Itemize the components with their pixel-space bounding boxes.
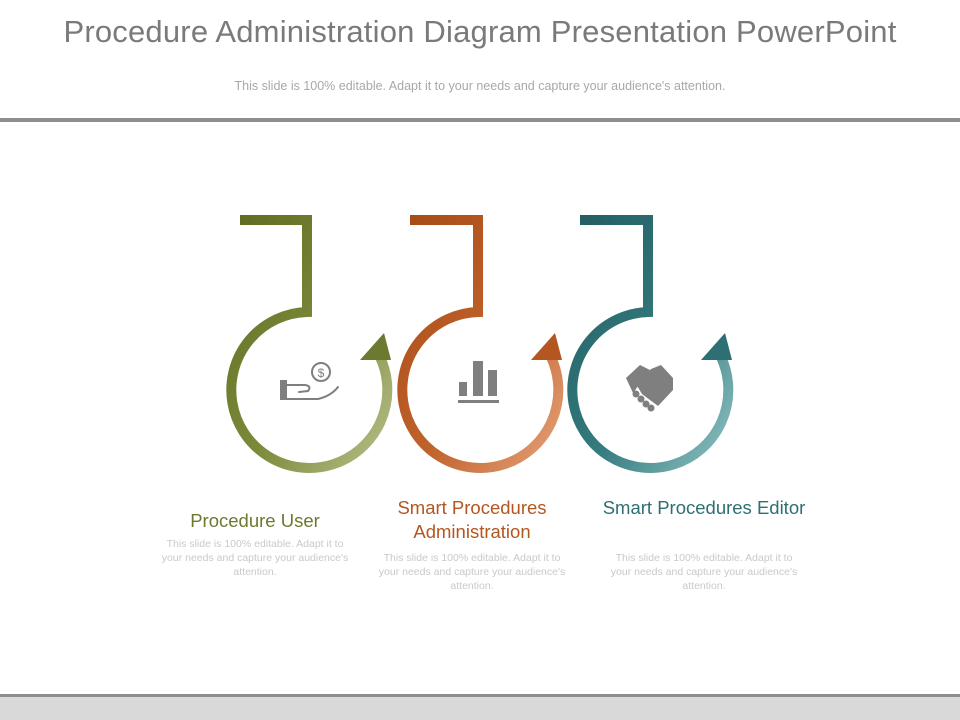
step-3-description: This slide is 100% editable. Adapt it to… — [610, 552, 798, 592]
step-1-title: Procedure User — [190, 510, 320, 531]
slide-subtitle: This slide is 100% editable. Adapt it to… — [234, 79, 726, 93]
bottom-divider — [0, 694, 960, 697]
top-divider — [0, 118, 960, 122]
step-1-description: This slide is 100% editable. Adapt it to… — [161, 538, 349, 578]
step-2-description: This slide is 100% editable. Adapt it to… — [378, 552, 566, 592]
step-3-arrowhead — [701, 333, 732, 360]
footer-band — [0, 697, 960, 720]
slide-title: Procedure Administration Diagram Present… — [63, 14, 897, 49]
handshake-icon — [626, 365, 673, 412]
step-2-title: Smart Procedures Administration — [397, 497, 547, 542]
bar-chart-icon — [458, 361, 499, 403]
money-hand-icon: $ — [280, 362, 339, 400]
step-2-shape — [397, 215, 564, 473]
step-3-shape — [567, 215, 734, 473]
step-1-shape — [226, 215, 393, 473]
step-1-arrowhead — [360, 333, 391, 360]
svg-text:$: $ — [318, 366, 325, 380]
step-2-arrowhead — [531, 333, 562, 360]
step-3-title: Smart Procedures Editor — [602, 497, 806, 518]
